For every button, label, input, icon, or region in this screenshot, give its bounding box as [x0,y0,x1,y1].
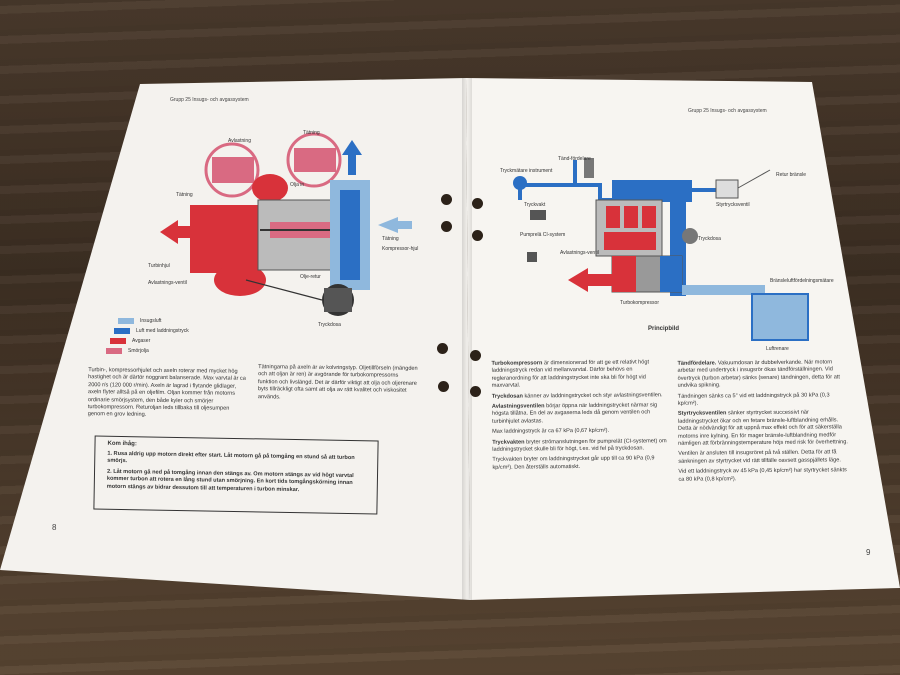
para-lead: Tryckvakten [492,439,525,446]
right-page-number: 9 [866,548,871,557]
intake-manifold [612,180,692,200]
pressure-gauge [513,176,527,190]
para-text: Tändningen sänks ca 5° vid ett laddnings… [677,392,830,407]
left-column-2-text: Tätningarna på axeln är av kolvringstyp.… [257,364,418,401]
label-tatning-top: Tätning [303,130,320,136]
binder-hole [441,194,452,205]
para-text: Max laddningstryck är ca 67 kPa (0,67 kp… [492,428,610,436]
left-page-header: Grupp 25 Insugs- och avgassystem [170,97,249,103]
legend-swatch [114,328,130,334]
label-avlastningsventil: Avlastnings-ventil [560,250,599,256]
binder-hole [441,221,452,232]
boost-pipe-network [518,160,720,212]
label-retur: Retur bränsle [776,172,806,178]
para-text: Ventilen är ansluten till insugsröret på… [678,449,841,465]
left-page-number: 8 [52,523,57,532]
legend-swatch [106,348,122,354]
binder-hole [472,230,483,241]
label-avlastning: Avlastning [228,138,251,144]
note-title: Kom ihåg: [107,440,137,448]
ignition-distributor [584,158,594,178]
binder-hole [438,381,449,392]
kom-ihag-note-box: Kom ihåg: 1. Rusa aldrig upp motorn dire… [93,435,379,515]
pump-relay [527,252,537,262]
label-tryckdosa: Tryckdosa [318,322,341,328]
boost-out-arrow [342,140,362,175]
legend-swatch [118,318,134,324]
right-page-header: Grupp 25 Insugs- och avgassystem [688,108,767,114]
right-column-2: Tändfördelare. Vakuumdosan är dubbelverk… [677,359,850,487]
pressure-switch [530,210,546,220]
label-tryckvakt: Tryckvakt [524,202,546,208]
label-avlastningsventil: Avlastnings-ventil [148,280,187,286]
binder-hole [470,350,481,361]
label-tryckdosa: Tryckdosa [698,236,721,242]
para-lead: Turbokompressorn [491,360,543,367]
legend-item-luft-laddningstryck: Luft med laddningstryck [114,328,189,334]
para-text: Vid ett laddningstryck av 45 kPa (0,45 k… [678,467,847,483]
legend-label: Smörjolja [128,348,149,354]
label-olja-retur: Olje-retur [300,274,321,280]
label-tandfordelare: Tänd-fördelare [558,156,591,162]
left-column-1-text: Turbin-, kompressorhjulet och axeln rote… [87,367,246,419]
oil-circle-right [286,132,342,188]
legend-swatch [110,338,126,344]
label-tryckmatare: Tryckmätare instrument [500,168,553,174]
para-lead: Styrtrycksventilen [677,410,727,418]
label-bransleluft: Bränsleluftfördelningsmätare [770,278,834,284]
para-text: Tryckvakten bryter om laddningstrycket g… [492,455,655,471]
label-tatning-left: Tätning [176,192,193,198]
legend-label: Avgaser [132,338,151,344]
exhaust-arrow [568,268,612,292]
label-olja-in: Olja in [290,182,304,188]
wastegate-canister [682,228,698,244]
label-tatning-right: Tätning [382,236,399,242]
legend-label: Luft med laddningstryck [136,328,189,334]
para-lead: Tändfördelare. [677,360,717,367]
book-spine [462,78,472,600]
para-lead: Tryckdosan [491,393,523,400]
right-column-1: Turbokompressorn är dimensionerad för at… [492,359,671,475]
label-turbokompressor: Turbokompressor [620,300,659,306]
turbocharger-cutaway-diagram: Avlastning Tätning Tätning Olja in Tätni… [148,130,418,328]
legend-item-smorjolja: Smörjolja [106,348,149,354]
turbine-housing [190,205,260,273]
label-turbinhjul: Turbinhjul [148,263,170,269]
fuel-distributor [715,179,739,199]
binder-hole [437,343,448,354]
label-styrtrycksventil: Styrtrycksventil [716,202,750,208]
note-item-1: 1. Rusa aldrig upp motorn direkt efter s… [107,450,355,465]
note-item-2: 2. Låt motorn gå ned på tomgång innan de… [106,468,354,493]
legend-item-avgaser: Avgaser [110,338,150,344]
oil-circle-left [204,142,260,198]
diagram-caption: Principbild [648,326,679,332]
label-luftrenare: Luftrenare [766,346,789,352]
intake-in-arrow [378,217,412,233]
legend-item-insugsluft: Insugsluft [118,318,161,324]
exhaust-out-arrow [160,220,200,244]
air-cleaner [751,293,809,341]
binder-hole [472,198,483,209]
legend-label: Insugsluft [140,318,162,324]
label-kompressorhjul: Kompressor-hjul [382,246,418,252]
para-text: känner av laddningstrycket och styr avla… [522,391,663,400]
binder-hole [470,386,481,397]
label-pumprele: Pumprelä CI-system [520,232,565,238]
para-lead: Avlastningsventilen [491,403,545,410]
